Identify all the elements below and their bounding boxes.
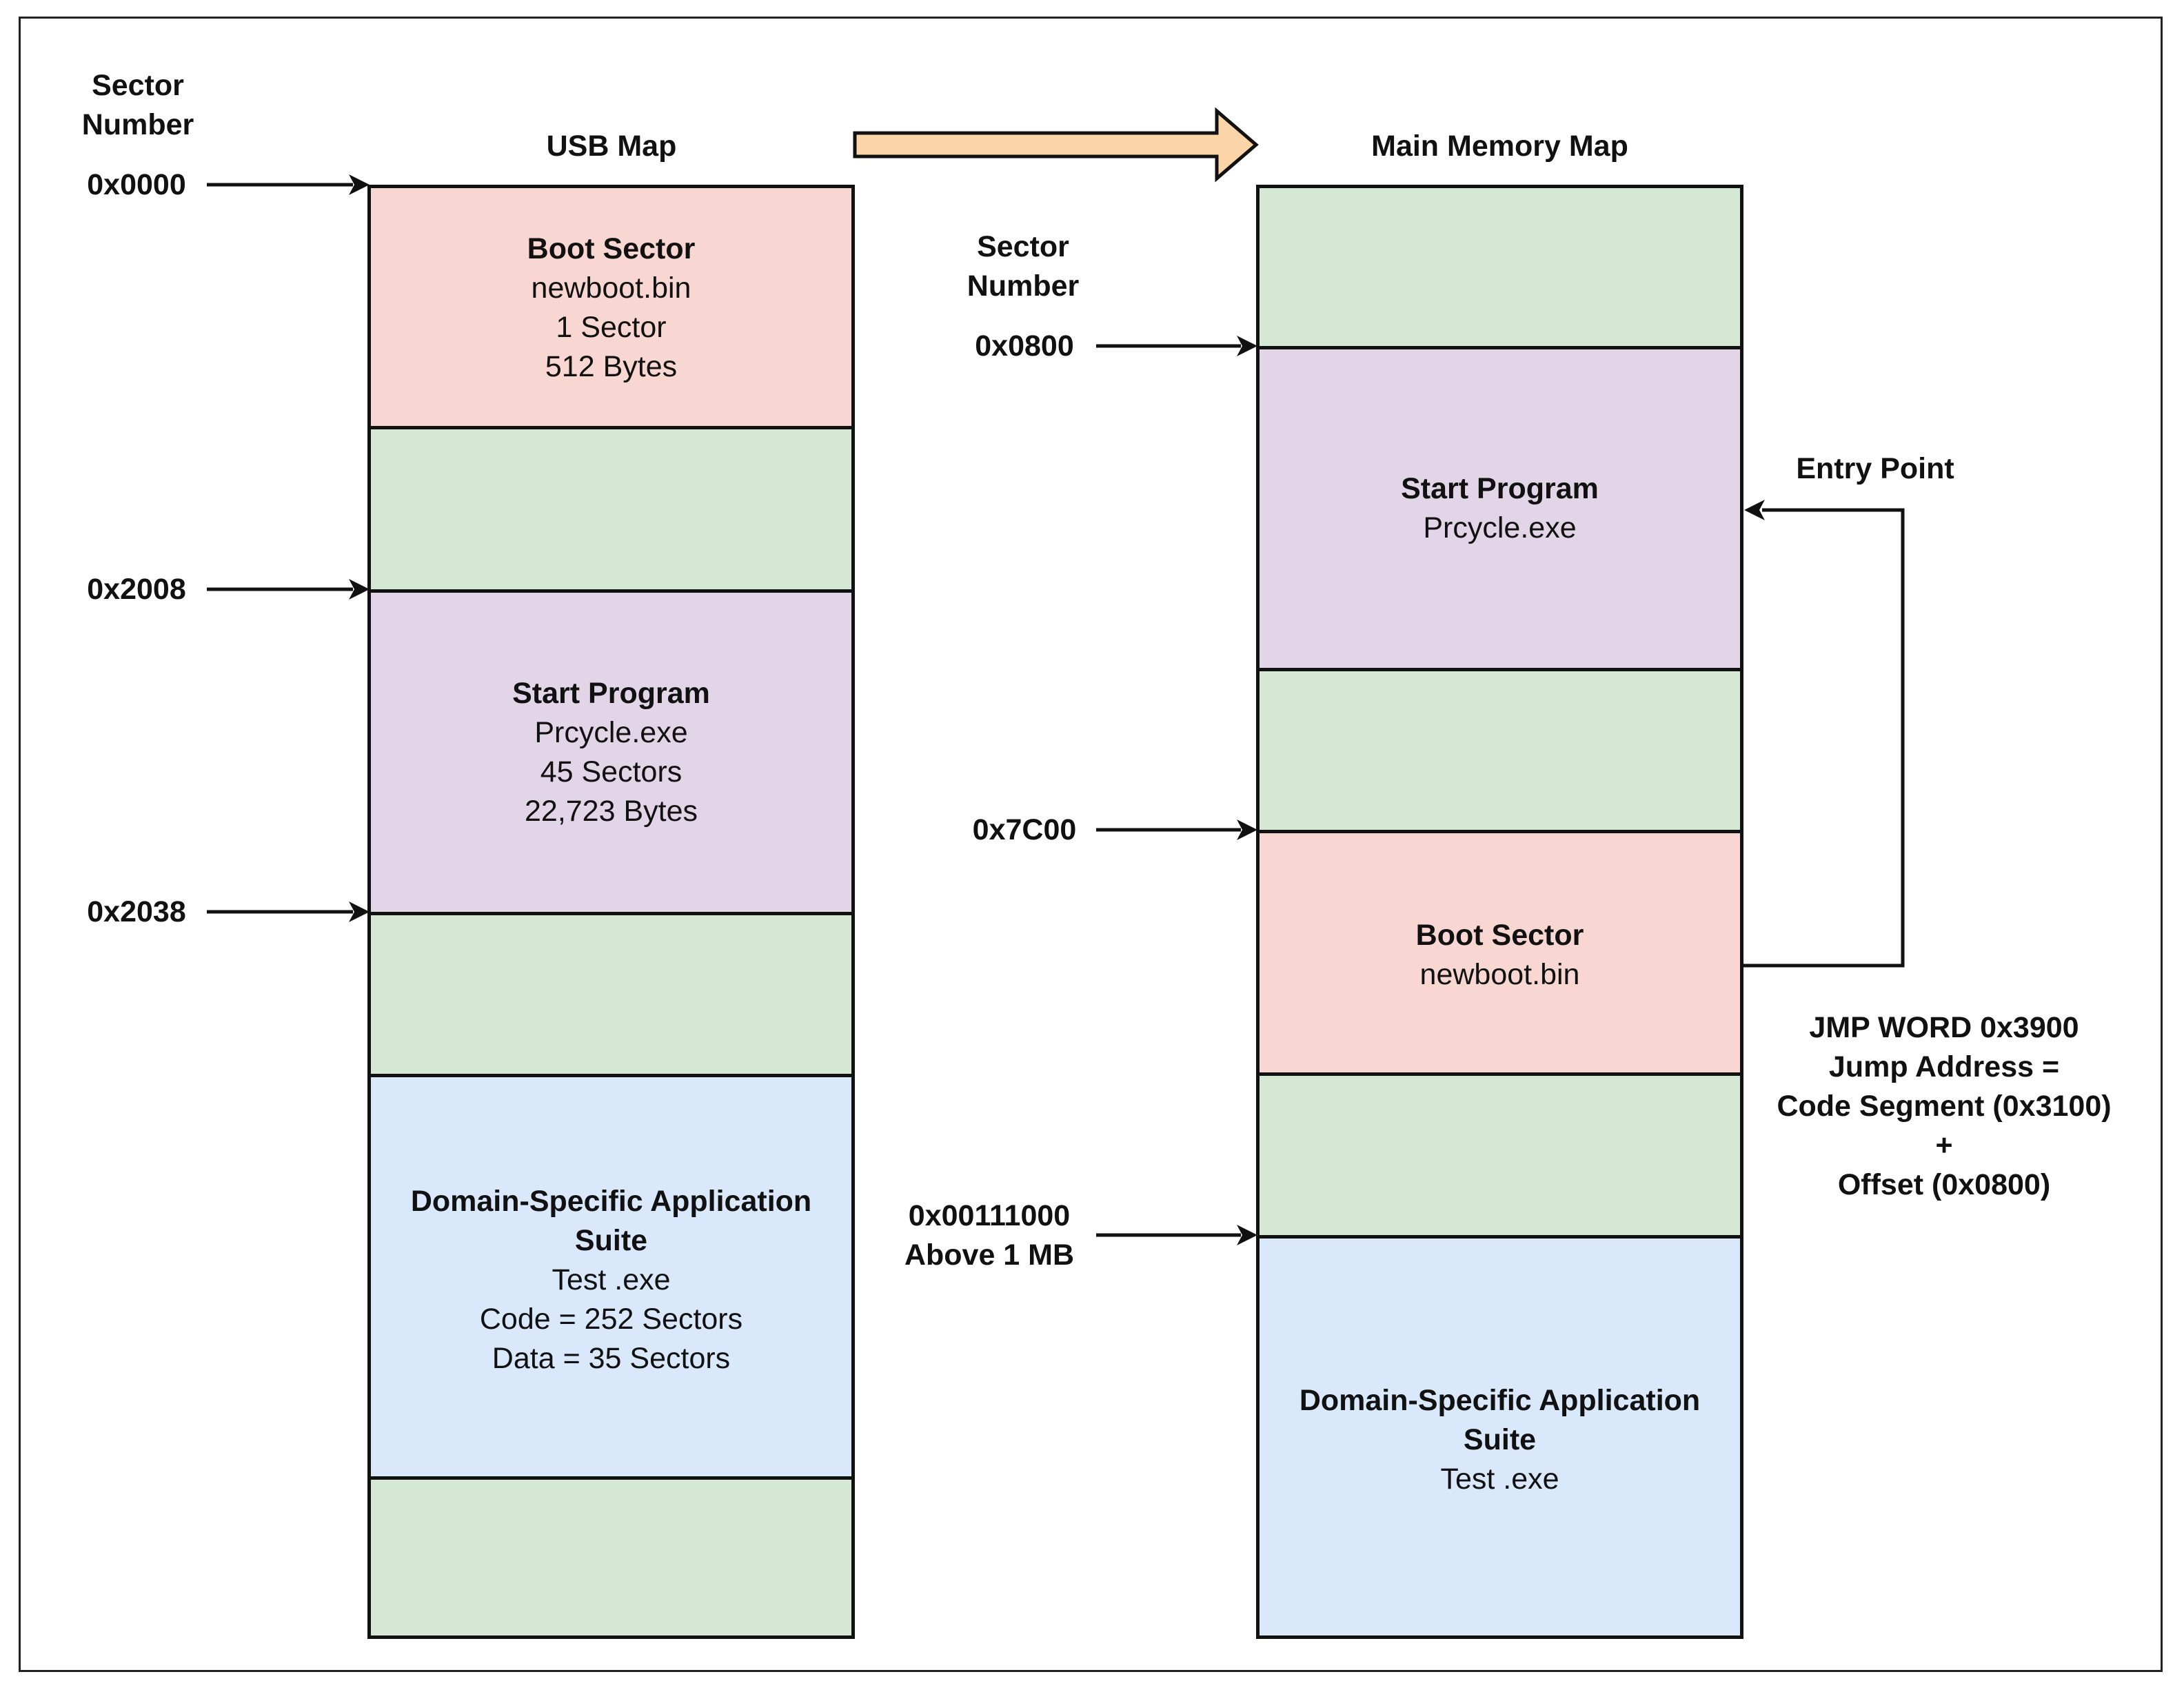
usb-boot-sector-title: Boot Sector: [527, 232, 696, 265]
usb-domain-suite-title: Suite: [574, 1224, 648, 1257]
entry-point-label: Entry Point: [1796, 452, 1954, 485]
usb-start-program-file: Prcycle.exe: [534, 716, 688, 749]
usb-domain-suite-title: Domain-Specific Application: [410, 1185, 812, 1218]
usb-address-label: 0x2008: [87, 573, 186, 606]
usb-address-arrow-0x0000: [207, 174, 370, 195]
main-start-program-block: Start Program Prcycle.exe: [1256, 346, 1743, 671]
main-empty-block: [1256, 668, 1743, 833]
main-start-program-title: Start Program: [1401, 472, 1599, 505]
usb-boot-sector-file: newboot.bin: [531, 272, 691, 305]
usb-boot-sector-count: 1 Sector: [556, 311, 667, 344]
main-map-heading: Main Memory Map: [1371, 130, 1628, 163]
usb-boot-sector-block: Boot Sector newboot.bin 1 Sector 512 Byt…: [367, 185, 855, 429]
main-domain-suite-title: Suite: [1463, 1423, 1537, 1456]
main-boot-sector-title: Boot Sector: [1415, 919, 1584, 952]
usb-sector-number-heading: Sector Number: [81, 69, 194, 141]
main-address-arrow-0x0800: [1096, 336, 1257, 356]
usb-address-label: 0x2038: [87, 895, 186, 928]
main-address-arrow-high: [1096, 1225, 1257, 1245]
usb-address-arrow-0x2038: [207, 901, 370, 922]
usb-address-arrow-0x2008: [207, 579, 370, 600]
transfer-arrow: [853, 107, 1259, 183]
main-boot-sector-file: newboot.bin: [1419, 958, 1580, 991]
main-domain-suite-block: Domain-Specific Application Suite Test .…: [1256, 1235, 1743, 1639]
entry-point-connector: [1743, 500, 1905, 968]
usb-empty-block: [367, 426, 855, 593]
usb-empty-block: [367, 912, 855, 1077]
main-empty-block: [1256, 185, 1743, 349]
main-domain-suite-file: Test .exe: [1440, 1462, 1559, 1496]
usb-start-program-size: 22,723 Bytes: [524, 795, 698, 828]
main-start-program-file: Prcycle.exe: [1423, 511, 1577, 544]
usb-domain-suite-data: Data = 35 Sectors: [492, 1342, 731, 1375]
main-sector-number-heading: Sector Number: [967, 230, 1080, 303]
jump-note: JMP WORD 0x3900 Jump Address = Code Segm…: [1777, 1011, 2112, 1201]
usb-address-label: 0x0000: [87, 168, 186, 201]
diagram-frame: [19, 17, 2163, 1672]
usb-domain-suite-code: Code = 252 Sectors: [479, 1303, 743, 1336]
usb-empty-block: [367, 1476, 855, 1639]
main-boot-sector-block: Boot Sector newboot.bin: [1256, 830, 1743, 1076]
main-high-address-label: 0x00111000 Above 1 MB: [904, 1199, 1075, 1272]
usb-domain-suite-block: Domain-Specific Application Suite Test .…: [367, 1074, 855, 1480]
usb-domain-suite-file: Test .exe: [552, 1263, 671, 1296]
usb-map-heading: USB Map: [546, 130, 677, 163]
main-domain-suite-title: Domain-Specific Application: [1299, 1384, 1701, 1417]
main-empty-block: [1256, 1072, 1743, 1239]
main-address-label: 0x7C00: [972, 813, 1077, 846]
usb-start-program-block: Start Program Prcycle.exe 45 Sectors 22,…: [367, 589, 855, 915]
usb-start-program-title: Start Program: [512, 677, 710, 710]
main-address-label: 0x0800: [975, 329, 1074, 363]
usb-boot-sector-size: 512 Bytes: [545, 350, 678, 383]
usb-start-program-count: 45 Sectors: [540, 755, 682, 788]
main-address-arrow-0x7C00: [1096, 819, 1257, 840]
